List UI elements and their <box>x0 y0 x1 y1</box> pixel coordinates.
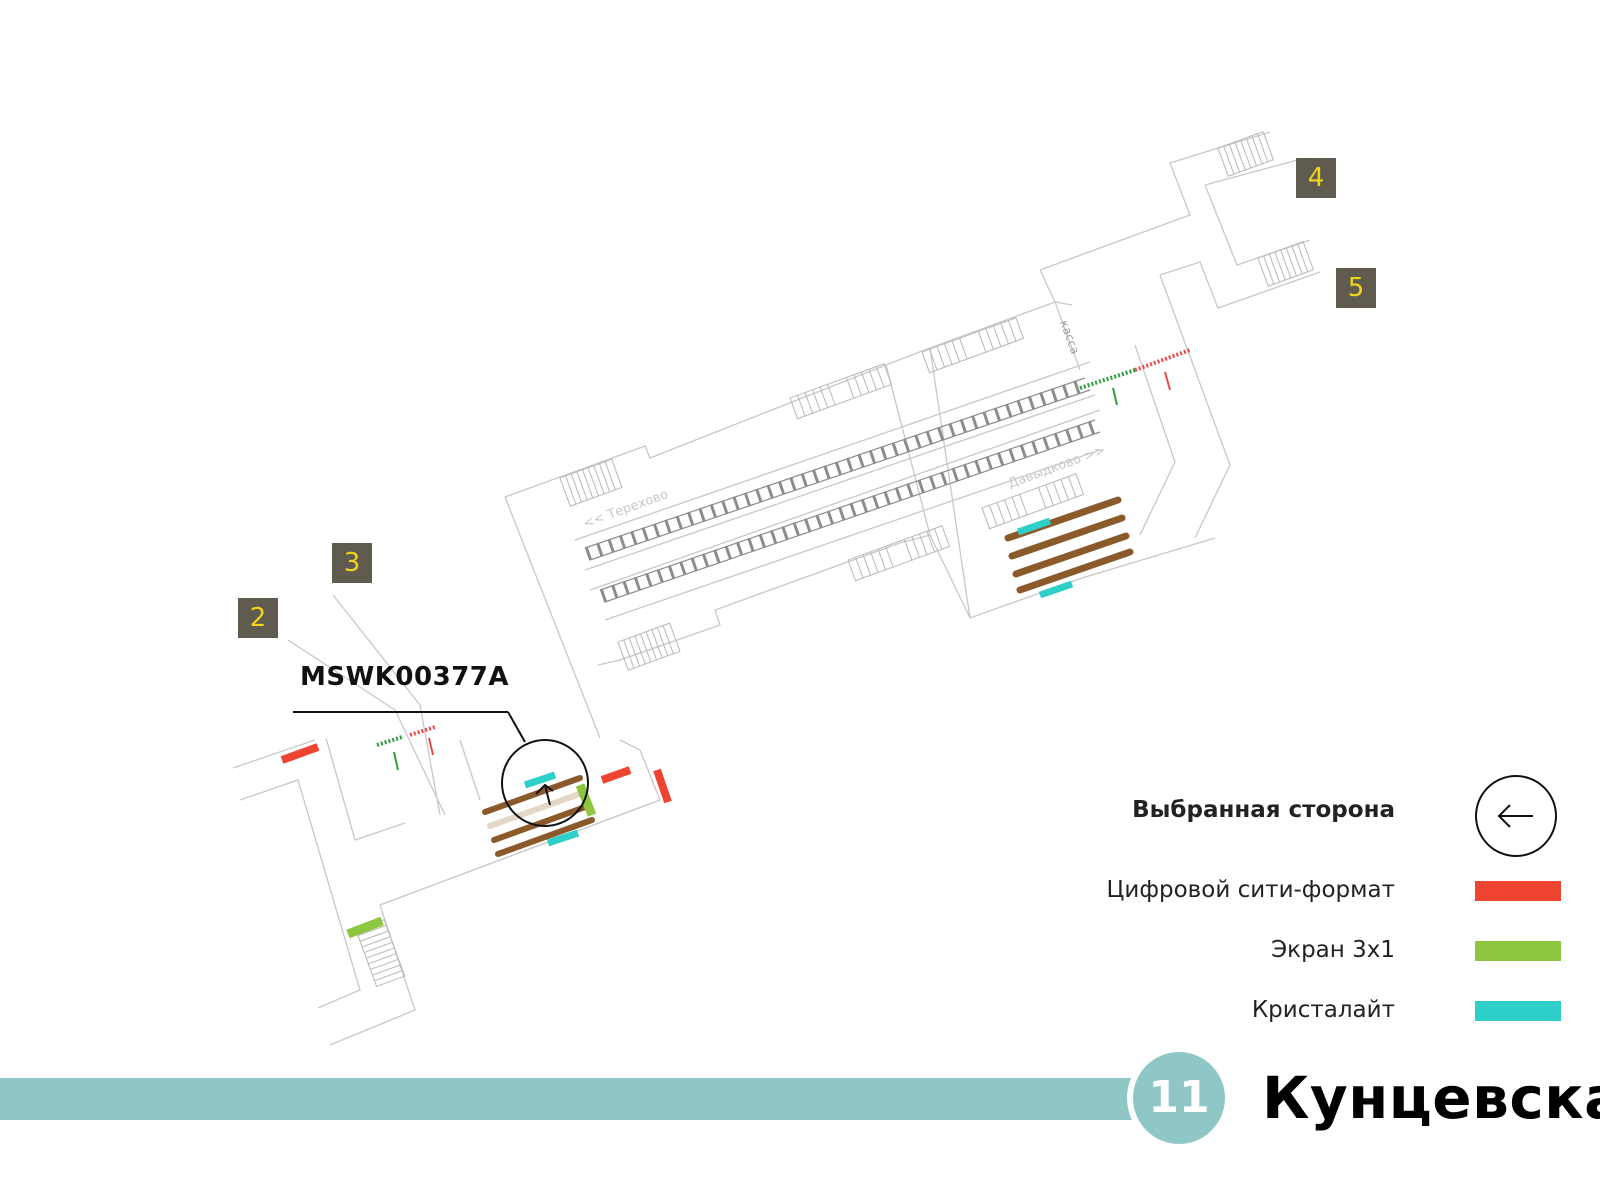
escalator-right <box>1004 496 1134 594</box>
ad-crystalight <box>523 771 557 789</box>
track-rail <box>599 419 1096 591</box>
legend-item-screen-3x1: Экран 3x1 <box>1271 937 1395 963</box>
exit-badge-2: 2 <box>238 598 278 638</box>
arrow-up-icon <box>1164 371 1171 391</box>
metro-line-bar <box>0 1078 1160 1120</box>
ad-screen-3x1 <box>346 916 384 939</box>
legend-item-digital-city-format: Цифровой сити-формат <box>1106 877 1395 903</box>
station-walls <box>232 131 1321 1046</box>
railway-tracks <box>584 377 1101 603</box>
exit-badge-4: 4 <box>1296 158 1336 198</box>
station-name: Кунцевская <box>1262 1064 1600 1132</box>
arrow-down-icon <box>393 751 399 771</box>
arrow-down-icon <box>1112 387 1118 406</box>
legend-swatch-red <box>1475 881 1561 901</box>
ad-crystalight <box>1038 580 1074 599</box>
ad-screen-3x1 <box>575 783 597 817</box>
legend-selected-side-icon <box>1475 775 1557 857</box>
track-ties <box>584 377 1090 561</box>
ad-crystalight <box>546 829 580 847</box>
arrow-up-icon <box>428 737 434 756</box>
ad-digital-city-format <box>280 743 320 764</box>
ticket-office-label: касса <box>1057 318 1082 356</box>
arrow-left-icon <box>1497 804 1533 828</box>
panel-code-label: MSWK00377A <box>300 662 510 692</box>
flow-arrows <box>376 348 1191 771</box>
arrow-up-icon <box>535 783 554 806</box>
selected-panel-marker[interactable] <box>293 711 589 827</box>
ad-digital-city-format <box>653 768 672 804</box>
stairs <box>355 130 1315 988</box>
ad-crystalight <box>1016 517 1052 536</box>
legend-swatch-cyan <box>1475 1001 1561 1021</box>
ad-digital-city-format <box>600 766 632 784</box>
legend-swatch-green <box>1475 941 1561 961</box>
legend-item-crystalight: Кристалайт <box>1251 997 1395 1023</box>
track-rail <box>604 431 1101 603</box>
escalator-left <box>482 775 595 857</box>
ad-placements <box>280 517 1074 939</box>
direction-left-label: << Терехово <box>581 487 670 532</box>
legend-selected-side-label: Выбранная сторона <box>1132 797 1395 823</box>
exit-badge-5: 5 <box>1336 268 1376 308</box>
line-number-badge: 11 <box>1133 1052 1225 1144</box>
exit-badge-3: 3 <box>332 543 372 583</box>
